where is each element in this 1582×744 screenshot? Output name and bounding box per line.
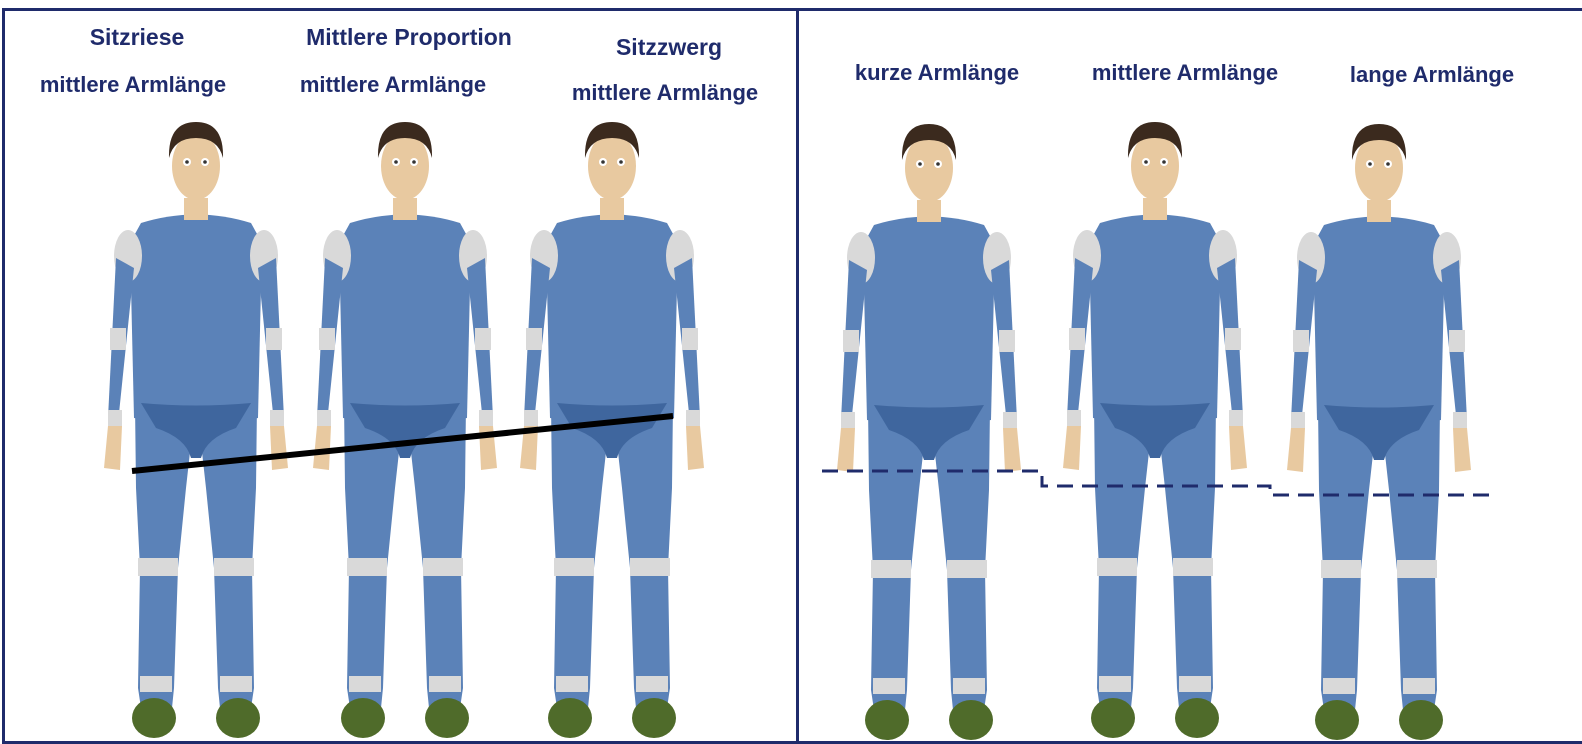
figure-mittlere-armlaenge bbox=[1063, 122, 1247, 738]
figure-kurze-armlaenge bbox=[837, 124, 1021, 740]
figure-lange-armlaenge bbox=[1287, 124, 1471, 740]
figure-sitzriese bbox=[104, 122, 288, 738]
figure-mittlere-proportion bbox=[313, 122, 497, 738]
